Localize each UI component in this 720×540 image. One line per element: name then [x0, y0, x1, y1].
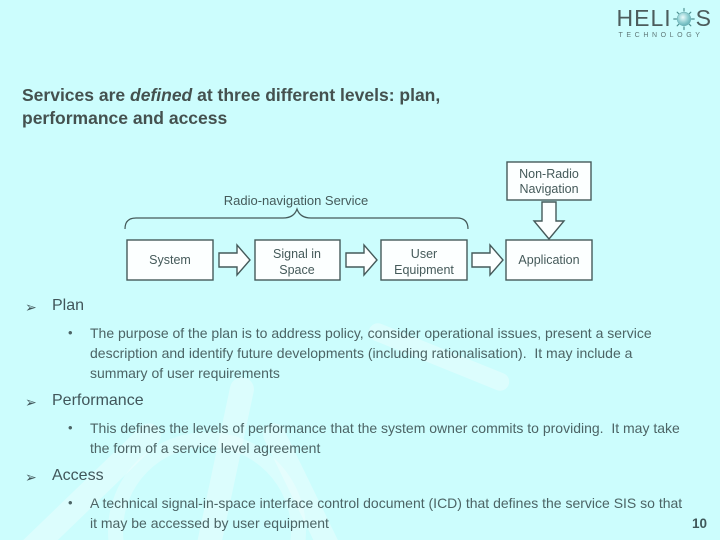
helios-logo-wordmark: HELI — [617, 5, 712, 32]
bullet-access: ➢ Access — [25, 467, 697, 486]
arrow-bullet-icon: ➢ — [25, 394, 37, 410]
signal-in-space-label: Space — [279, 263, 314, 277]
down-arrow-icon — [532, 201, 566, 241]
flow-arrow-icon — [218, 243, 251, 277]
dot-bullet-icon: • — [68, 420, 73, 435]
user-equipment-box — [380, 239, 468, 281]
brace-label: Radio-navigation Service — [224, 193, 369, 208]
bullet-label: Access — [52, 467, 104, 484]
bullet-plan: ➢ Plan — [25, 297, 697, 316]
flow-arrow-icon — [345, 243, 378, 277]
arrow-bullet-icon: ➢ — [25, 469, 37, 485]
bullet-access-detail: • A technical signal-in-space interface … — [68, 493, 697, 533]
flow-arrow-icon — [471, 243, 504, 277]
logo-text-suffix: S — [695, 5, 712, 31]
non-radio-navigation-label: Navigation — [519, 182, 578, 196]
bullet-plan-detail: • The purpose of the plan is to address … — [68, 323, 697, 383]
bullet-list: ➢ Plan • The purpose of the plan is to a… — [25, 297, 697, 540]
bullet-performance-detail: • This defines the levels of performance… — [68, 418, 697, 458]
title-text: at three different levels: plan, perform… — [22, 85, 441, 128]
dot-bullet-icon: • — [68, 325, 73, 340]
user-equipment-label: Equipment — [394, 263, 454, 277]
slide-title: Services are defined at three different … — [22, 84, 534, 130]
dot-bullet-icon: • — [68, 495, 73, 510]
user-equipment-label: User — [411, 247, 437, 261]
bullet-label: Plan — [52, 297, 85, 314]
bullet-label: Performance — [52, 392, 144, 409]
bullet-detail-text: A technical signal-in-space interface co… — [90, 495, 687, 531]
sun-icon — [672, 7, 695, 31]
page-number: 10 — [691, 516, 707, 531]
title-text: Services are — [22, 85, 131, 105]
bullet-detail-text: This defines the levels of performance t… — [90, 420, 684, 456]
arrow-bullet-icon: ➢ — [25, 299, 37, 315]
signal-in-space-label: Signal in — [273, 247, 321, 261]
logo-subtitle: TECHNOLOGY — [618, 32, 704, 39]
title-emphasis: defined — [130, 85, 193, 105]
service-levels-diagram: Radio-navigation Service Non-Radio Navig… — [124, 161, 593, 281]
bullet-performance: ➢ Performance — [25, 392, 697, 411]
application-box — [505, 239, 593, 281]
non-radio-navigation-label: Non-Radio — [519, 167, 579, 181]
system-box — [126, 239, 214, 281]
system-label: System — [149, 253, 191, 267]
signal-in-space-box — [254, 239, 341, 281]
non-radio-navigation-box — [506, 161, 592, 201]
brace — [124, 207, 469, 230]
logo-text-prefix: HELI — [616, 5, 672, 31]
bullet-detail-text: The purpose of the plan is to address po… — [90, 325, 656, 381]
helios-logo: HELI — [617, 5, 712, 39]
application-label: Application — [518, 253, 579, 267]
